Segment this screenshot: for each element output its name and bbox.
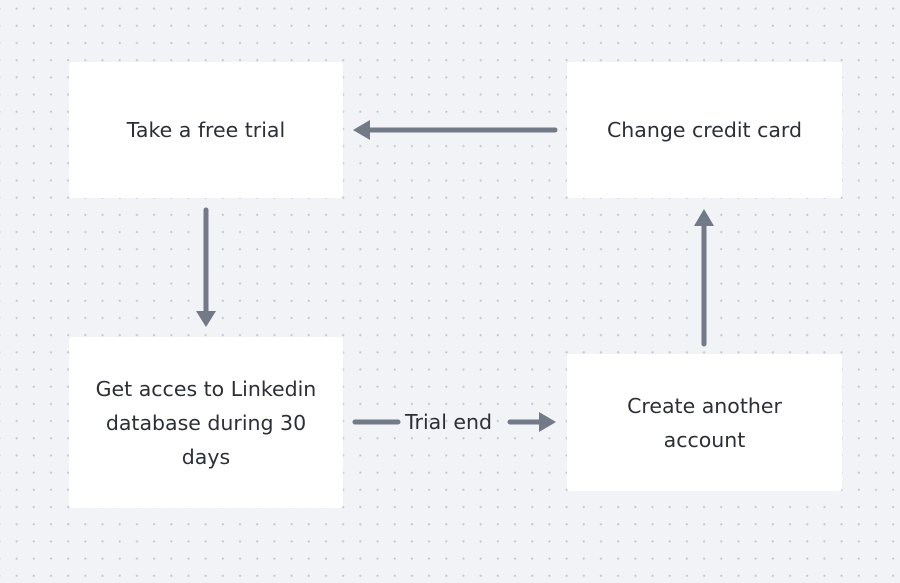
node-label-line-2: database during 30 bbox=[105, 410, 307, 435]
arrow-create-account-to-change-card bbox=[694, 209, 714, 347]
node-get-access[interactable]: Get acces to Linkedin database during 30… bbox=[69, 337, 343, 508]
arrow-get-access-to-create-account bbox=[352, 412, 556, 432]
node-label-line-3: days bbox=[181, 444, 231, 469]
node-label: Take a free trial bbox=[126, 118, 286, 142]
node-take-free-trial[interactable]: Take a free trial bbox=[69, 62, 343, 198]
node-label-line-1: Create another bbox=[627, 393, 782, 418]
arrow-change-card-to-free-trial bbox=[353, 120, 558, 140]
node-change-credit-card[interactable]: Change credit card bbox=[567, 62, 842, 198]
node-label-line-1: Get acces to Linkedin bbox=[95, 376, 317, 401]
edge-label-trial-end: Trial end bbox=[405, 410, 493, 434]
node-label-line-2: account bbox=[663, 427, 746, 452]
node-create-another-account[interactable]: Create another account bbox=[567, 354, 842, 491]
node-label: Change credit card bbox=[606, 118, 803, 142]
arrow-free-trial-to-get-access bbox=[196, 207, 216, 327]
